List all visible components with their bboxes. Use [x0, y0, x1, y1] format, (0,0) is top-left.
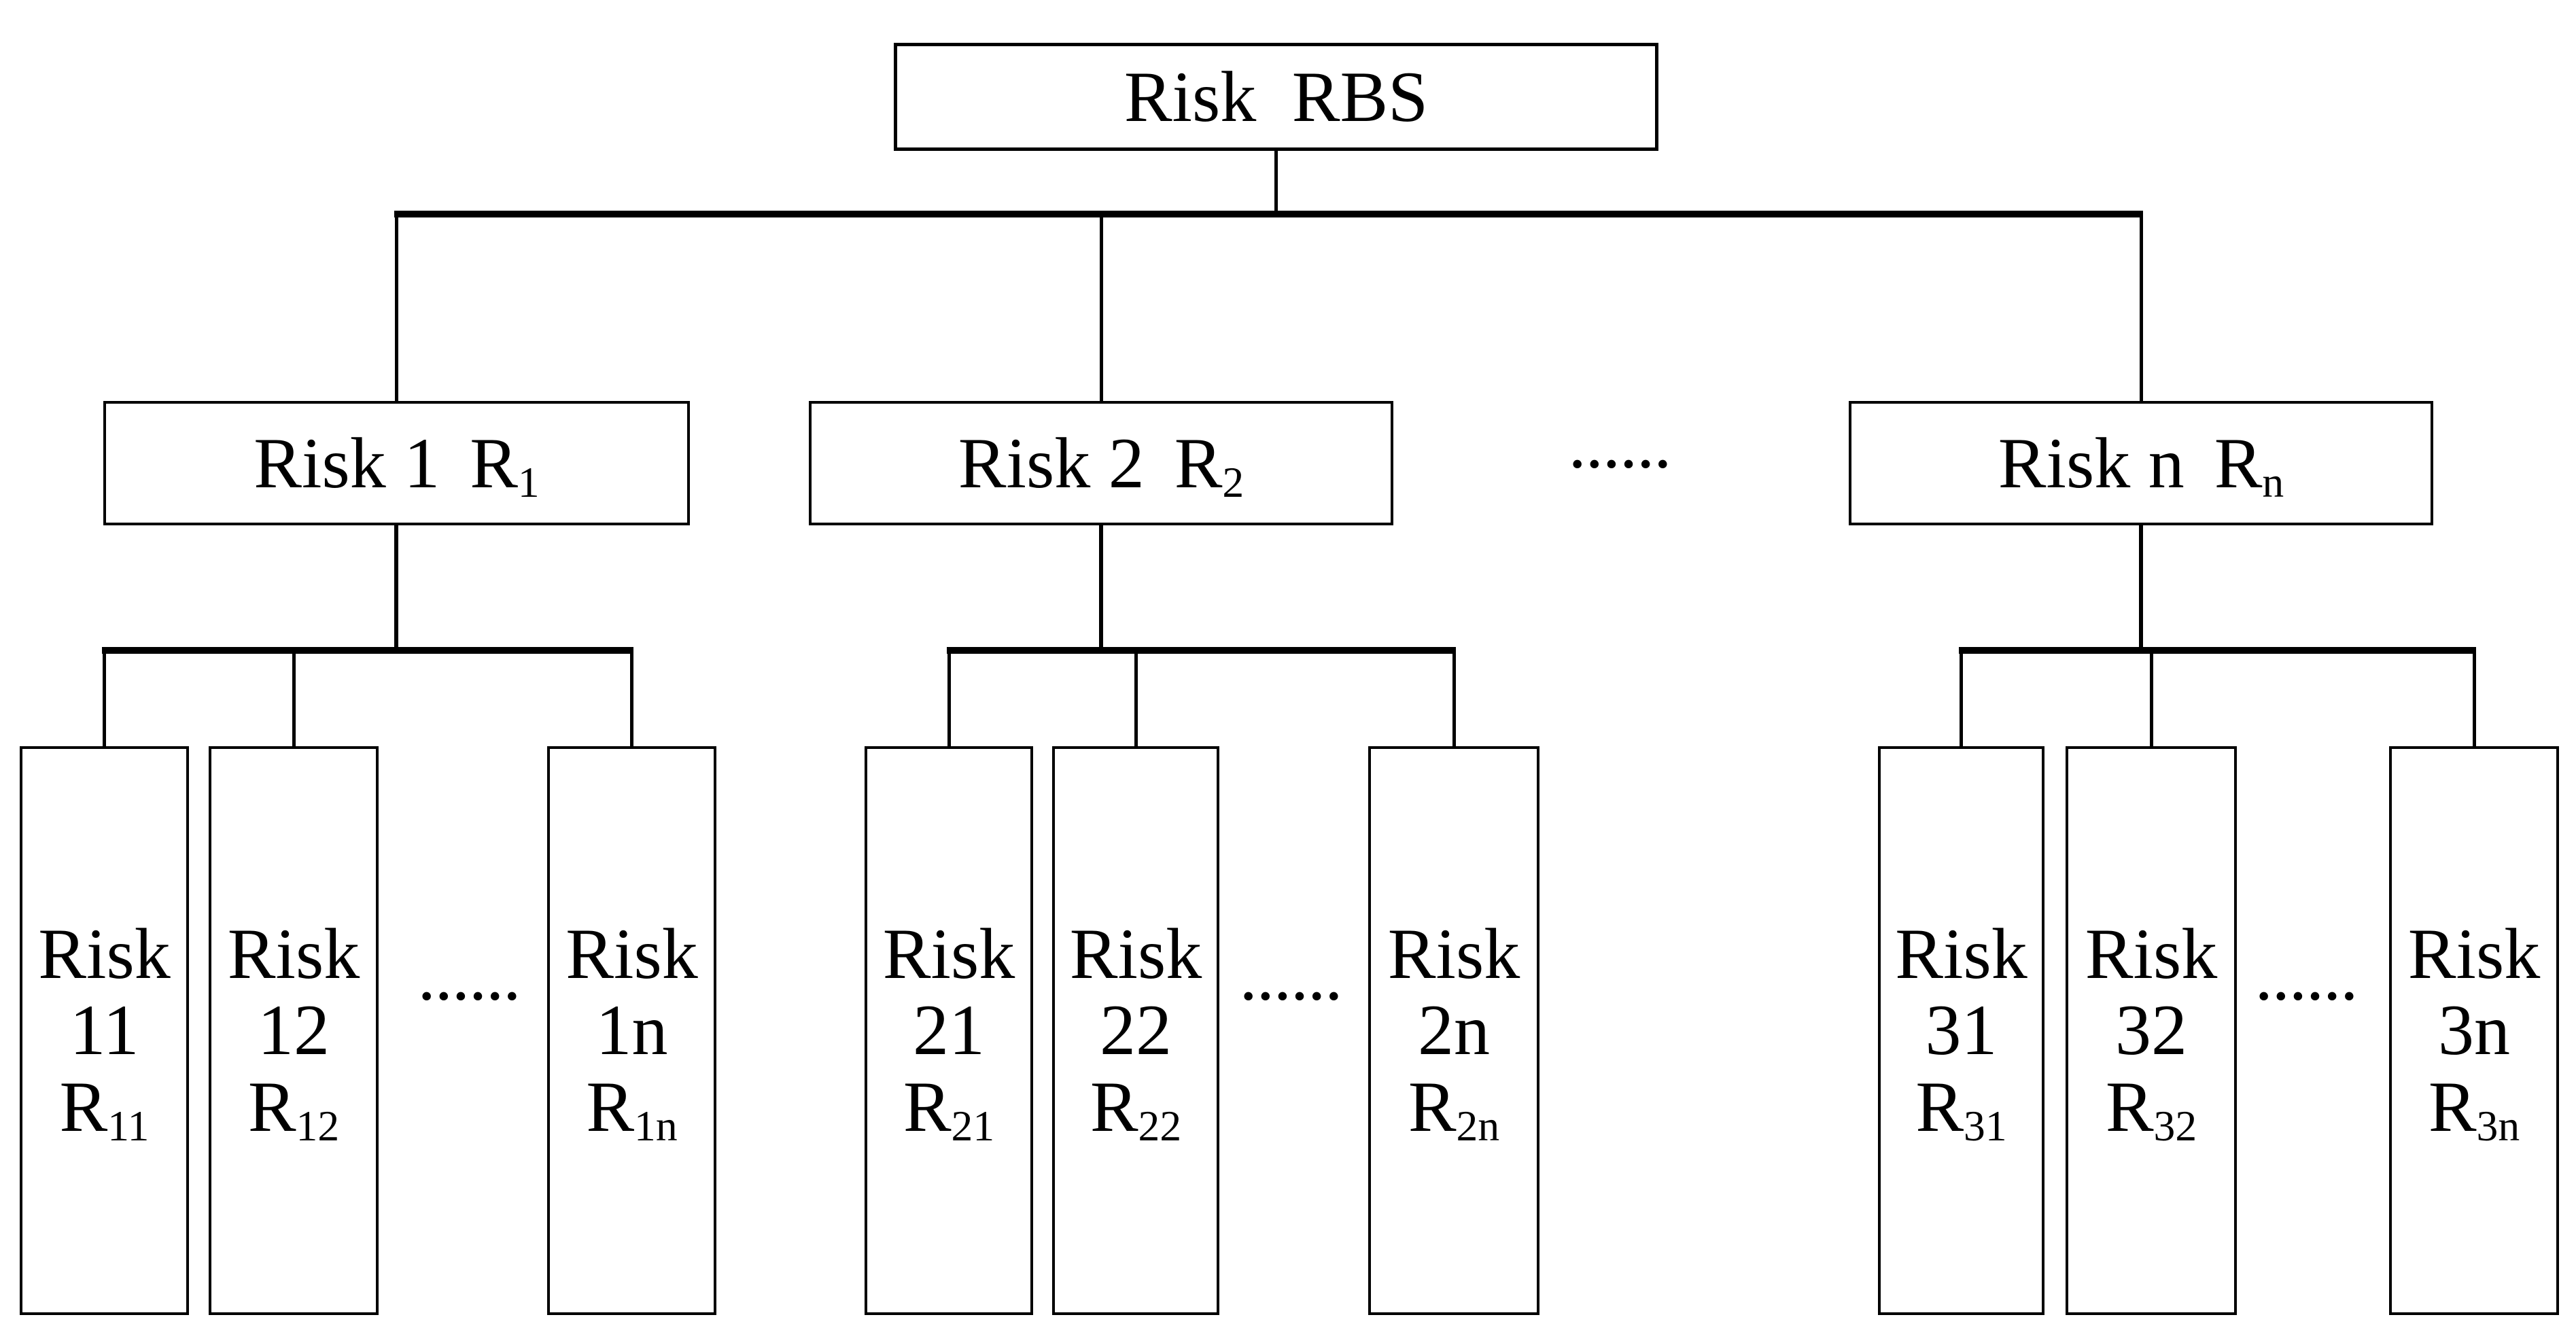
level2-symbol-riskn: Rn [2214, 423, 2284, 506]
level3-label-word: Risk [1387, 913, 1520, 994]
ellipsis-dots-group2: •••••• [1242, 978, 1346, 1013]
connector-drop-risk1 [395, 211, 398, 401]
connector-drop-risk12 [292, 647, 296, 746]
connector-drop-risk31 [1960, 647, 1963, 746]
level3-label-word: Risk [1069, 913, 1202, 994]
level3-symbol-risk31: R31 [1915, 1066, 2007, 1150]
level3-box-risk31: Risk 31 R31 [1878, 746, 2044, 1315]
level3-symbol-risk32: R32 [2105, 1066, 2197, 1150]
level3-label-word: Risk [882, 913, 1015, 994]
level3-label-num: 11 [69, 990, 139, 1070]
level2-box-riskn: Risk n Rn [1849, 401, 2433, 525]
connector-riser-group2 [1099, 525, 1103, 651]
connector-group3-bus [1959, 647, 2476, 654]
level3-label-num: 3n [2438, 990, 2510, 1070]
level3-box-risk22: Risk 22 R22 [1052, 746, 1219, 1315]
level3-box-risk3n: Risk 3n R3n [2389, 746, 2559, 1315]
connector-drop-risk2 [1100, 211, 1103, 401]
level3-box-risk2n: Risk 2n R2n [1368, 746, 1539, 1315]
level2-symbol-risk1: R1 [470, 423, 540, 506]
level3-symbol-risk22: R22 [1090, 1066, 1182, 1150]
level3-box-risk1n: Risk 1n R1n [547, 746, 716, 1315]
connector-level2-bus [394, 211, 2143, 217]
level3-symbol-risk12: R12 [247, 1066, 340, 1150]
level3-label-num: 21 [913, 990, 985, 1070]
connector-drop-risk2n [1452, 647, 1456, 746]
level3-label-num: 2n [1418, 990, 1490, 1070]
connector-root-riser [1274, 151, 1278, 213]
level3-label-word: Risk [2085, 913, 2218, 994]
level3-symbol-risk3n: R3n [2428, 1066, 2520, 1150]
level3-label-word: Risk [1895, 913, 2027, 994]
level3-symbol-risk21: R21 [903, 1066, 995, 1150]
level3-label-num: 32 [2115, 990, 2187, 1070]
level3-box-risk11: Risk 11 R11 [20, 746, 189, 1315]
ellipsis-dots-level2: •••••• [1571, 446, 1675, 481]
level3-symbol-risk11: R11 [59, 1066, 150, 1150]
level3-label-word: Risk [2407, 913, 2541, 994]
level2-label-riskn: Risk n [1998, 423, 2185, 503]
connector-group2-bus [947, 647, 1456, 654]
level3-box-risk12: Risk 12 R12 [209, 746, 379, 1315]
level3-label-num: 31 [1925, 990, 1998, 1070]
connector-drop-risk22 [1134, 647, 1138, 746]
level3-box-risk21: Risk 21 R21 [865, 746, 1033, 1315]
root-node-box: Risk RBS [894, 43, 1658, 151]
level3-label-word: Risk [38, 913, 171, 994]
level2-box-risk2: Risk 2 R2 [809, 401, 1393, 525]
level3-label-num: 12 [258, 990, 330, 1070]
level3-label-num: 1n [595, 990, 668, 1070]
level3-label-word: Risk [227, 913, 360, 994]
connector-drop-risk1n [630, 647, 633, 746]
ellipsis-dots-group3: •••••• [2258, 978, 2361, 1013]
connector-drop-risk11 [103, 647, 106, 746]
level3-symbol-risk1n: R1n [586, 1066, 678, 1150]
root-node-label: Risk RBS [1124, 56, 1429, 137]
ellipsis-dots-group1: •••••• [421, 978, 524, 1013]
level3-label-word: Risk [565, 913, 698, 994]
level3-symbol-risk2n: R2n [1408, 1066, 1500, 1150]
level2-symbol-risk2: R2 [1174, 423, 1245, 506]
connector-drop-risk21 [947, 647, 951, 746]
connector-riser-group1 [394, 525, 398, 651]
connector-drop-risk3n [2473, 647, 2476, 746]
level3-box-risk32: Risk 32 R32 [2066, 746, 2237, 1315]
level2-label-risk2: Risk 2 [958, 423, 1145, 503]
connector-group1-bus [102, 647, 633, 654]
connector-drop-risk32 [2150, 647, 2153, 746]
level2-box-risk1: Risk 1 R1 [103, 401, 690, 525]
level2-label-risk1: Risk 1 [254, 423, 440, 503]
level3-label-num: 22 [1100, 990, 1172, 1070]
connector-riser-group3 [2139, 525, 2143, 651]
connector-drop-riskn [2140, 211, 2143, 401]
